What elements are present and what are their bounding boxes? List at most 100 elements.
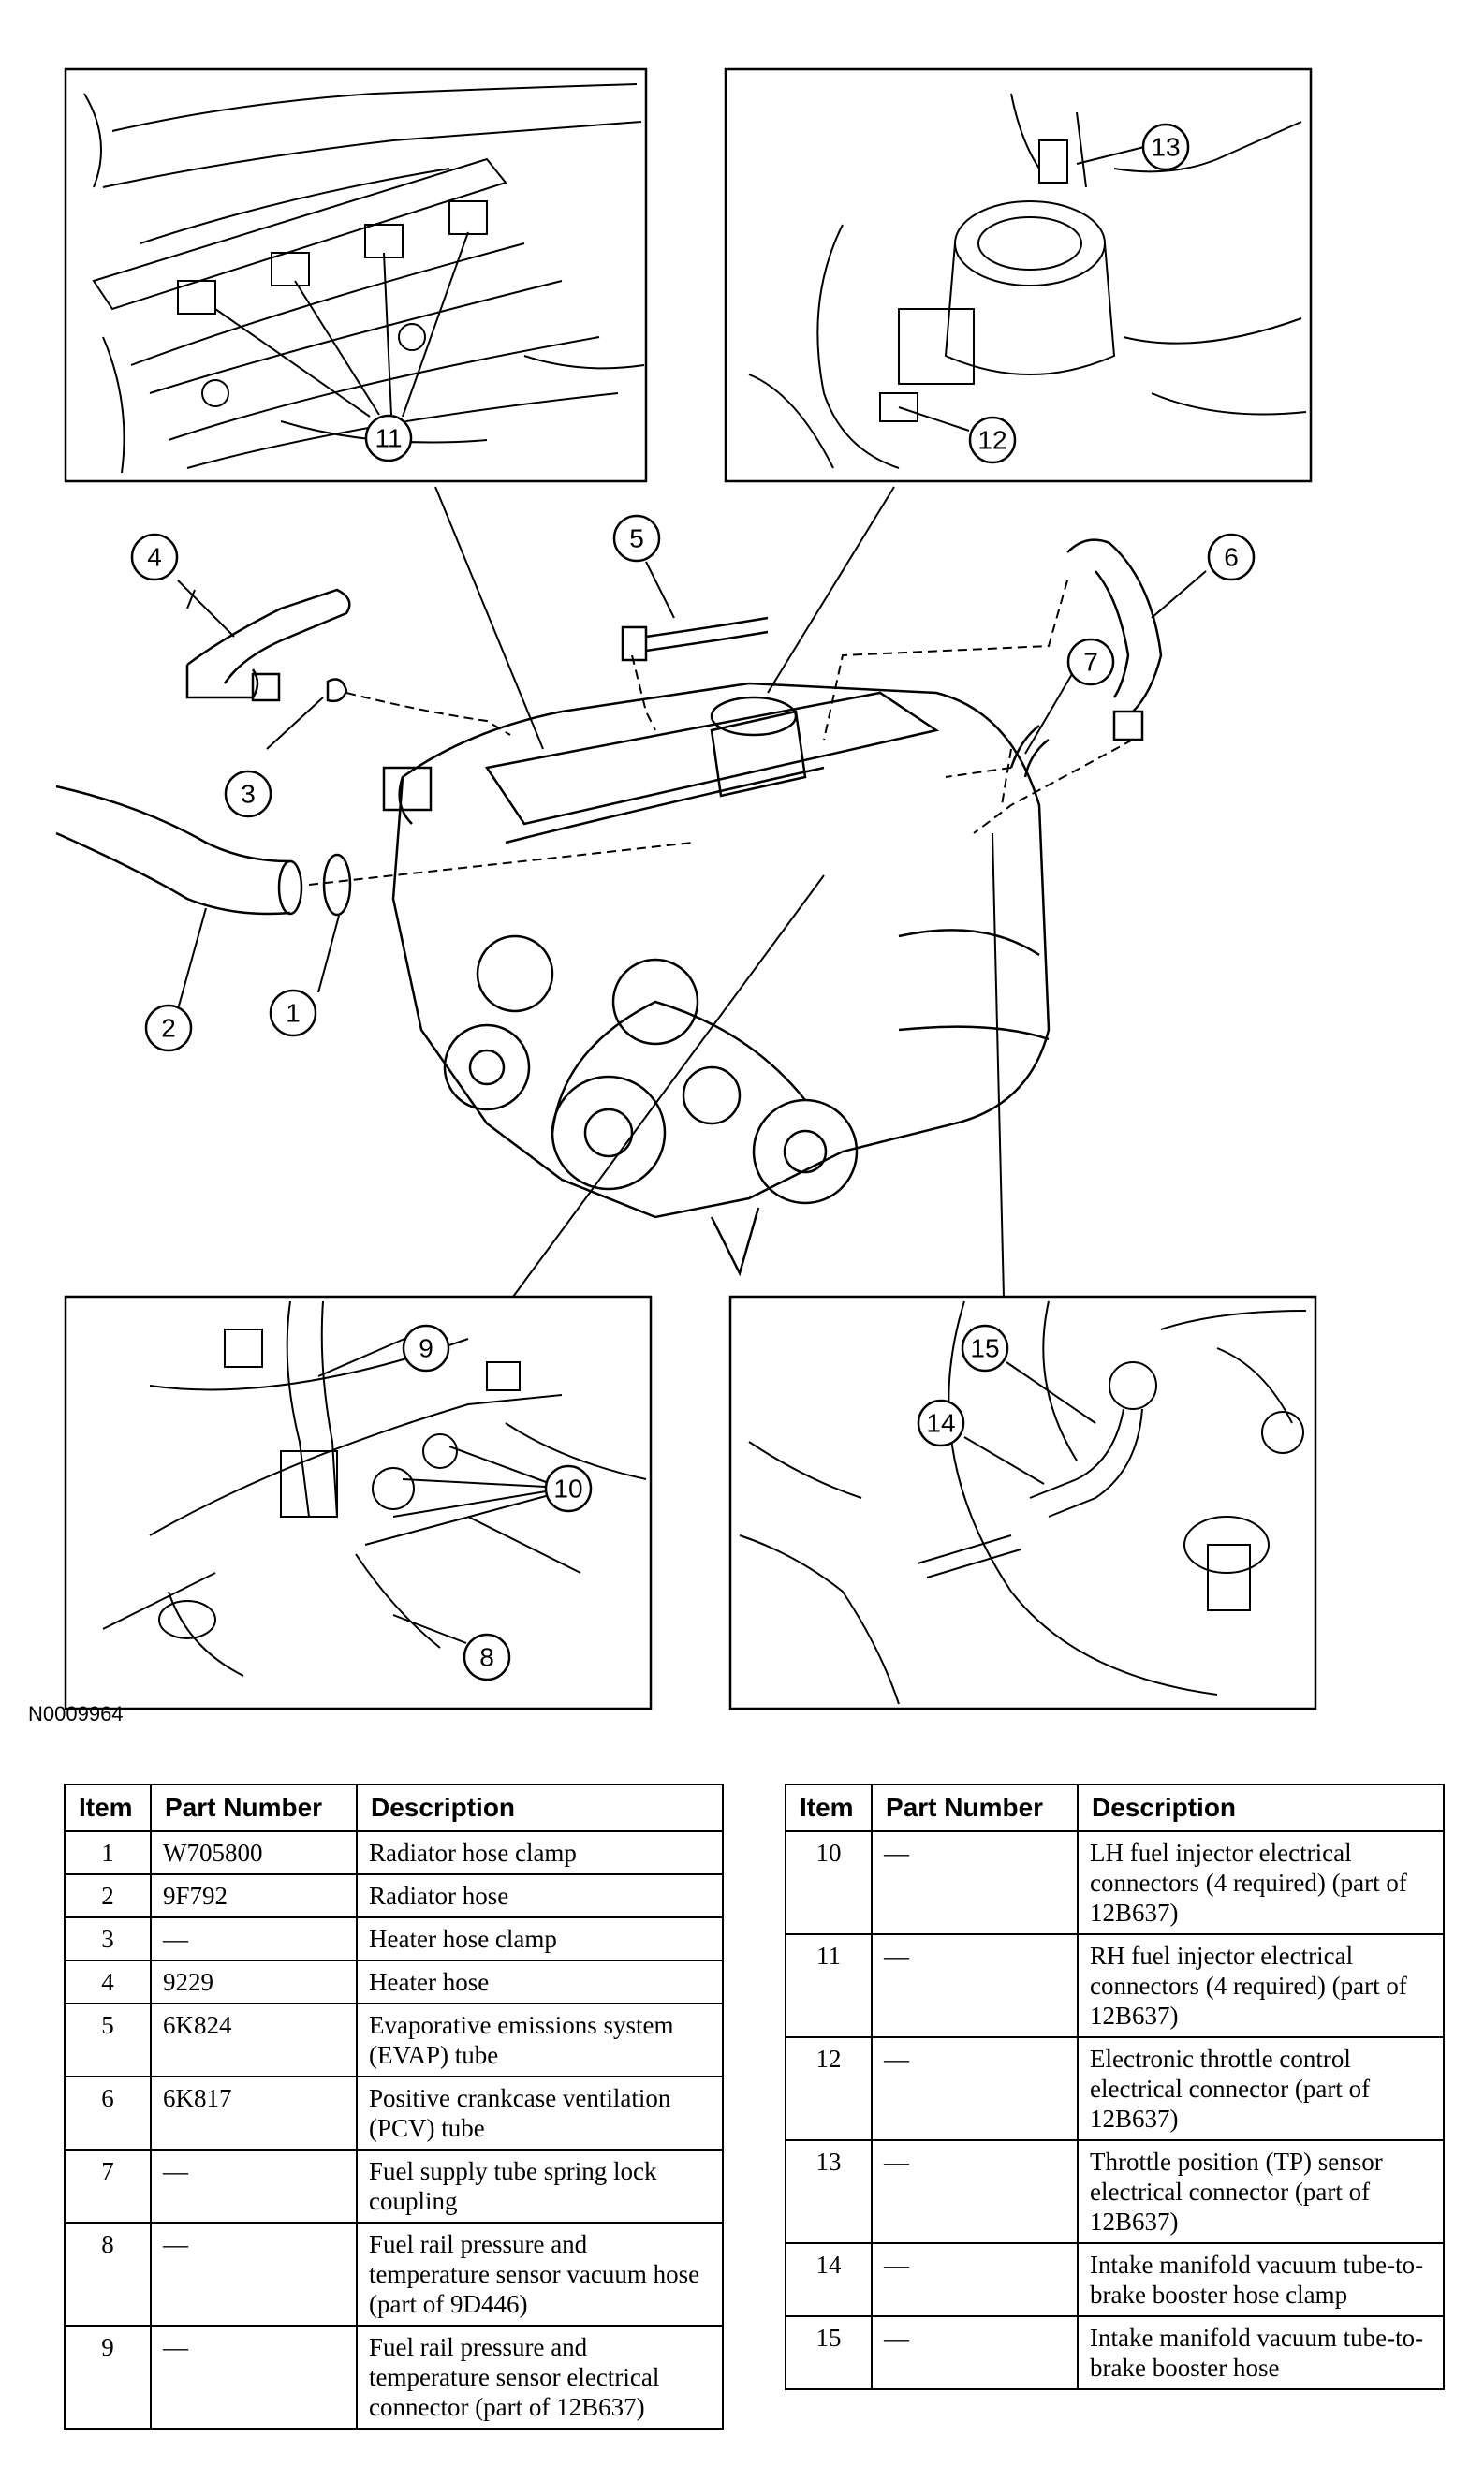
cell-part-number: 6K824: [150, 2003, 358, 2077]
cell-item: 11: [785, 1933, 873, 2038]
cell-item: 8: [64, 2222, 152, 2327]
tube-evap: [621, 616, 769, 662]
callout-6: 6: [1224, 543, 1239, 572]
hose-heater: [185, 588, 351, 702]
main-leaders: [177, 486, 1207, 1298]
cell-description: Radiator hose: [356, 1873, 724, 1918]
cell-part-number: —: [871, 1933, 1079, 2038]
clamp-radiator: [322, 853, 352, 917]
table-header-row: Item Part Number Description: [64, 1784, 724, 1832]
callout-3: 3: [241, 780, 256, 809]
cell-part-number: —: [150, 1916, 358, 1961]
callout-8: 8: [479, 1643, 494, 1672]
cell-description: Throttle position (TP) sensor electrical…: [1077, 2139, 1445, 2244]
cell-part-number: —: [871, 2315, 1079, 2390]
leader-15: [1006, 1361, 1096, 1424]
cell-item: 4: [64, 1960, 152, 2004]
cell-item: 13: [785, 2139, 873, 2244]
sketch-throttle-body: [748, 93, 1307, 469]
detail-box-lh-injectors: [64, 1295, 653, 1710]
cell-description: Evaporative emissions system (EVAP) tube: [356, 2003, 724, 2077]
cell-description: Radiator hose clamp: [356, 1830, 724, 1875]
sketch-lh-injectors: [102, 1300, 647, 1677]
clamp-heater: [326, 678, 348, 703]
cell-part-number: —: [150, 2325, 358, 2430]
sketch-rh-injectors: [83, 83, 645, 474]
cell-description: LH fuel injector electrical connectors (…: [1077, 1830, 1445, 1935]
cell-item: 2: [64, 1873, 152, 1918]
callout-7: 7: [1083, 648, 1098, 677]
detail-box-throttle-body: [724, 67, 1313, 483]
header-item: Item: [64, 1784, 152, 1832]
leaders-10: [364, 1446, 547, 1546]
cell-item: 12: [785, 2036, 873, 2141]
callout-10: 10: [553, 1475, 582, 1504]
cell-item: 5: [64, 2003, 152, 2077]
leader-9: [317, 1338, 405, 1377]
table-row: 8—Fuel rail pressure and temperature sen…: [64, 2222, 724, 2327]
sketch-brake-booster: [739, 1300, 1307, 1705]
cell-part-number: 6K817: [150, 2076, 358, 2151]
cell-item: 1: [64, 1830, 152, 1875]
cell-item: 7: [64, 2149, 152, 2224]
header-description: Description: [1077, 1784, 1445, 1832]
leader-12: [898, 406, 970, 432]
table-header-row: Item Part Number Description: [785, 1784, 1445, 1832]
cell-part-number: —: [871, 2036, 1079, 2141]
cell-description: Heater hose: [356, 1960, 724, 2004]
cell-part-number: —: [150, 2149, 358, 2224]
header-item: Item: [785, 1784, 873, 1832]
cell-part-number: 9F792: [150, 1873, 358, 1918]
callout-1: 1: [286, 999, 301, 1028]
callout-5: 5: [629, 524, 644, 553]
cell-description: Fuel rail pressure and temperature senso…: [356, 2222, 724, 2327]
callout-9: 9: [419, 1334, 433, 1363]
table-row: 15—Intake manifold vacuum tube-to-brake …: [785, 2315, 1445, 2390]
cell-item: 15: [785, 2315, 873, 2390]
cell-description: Electronic throttle control electrical c…: [1077, 2036, 1445, 2141]
cell-description: Fuel rail pressure and temperature senso…: [356, 2325, 724, 2430]
cell-part-number: —: [871, 2139, 1079, 2244]
header-part-number: Part Number: [150, 1784, 358, 1832]
callout-12: 12: [977, 426, 1006, 455]
callout-13: 13: [1151, 133, 1180, 162]
cell-part-number: W705800: [150, 1830, 358, 1875]
callout-4: 4: [147, 543, 162, 572]
hose-radiator: [55, 785, 303, 916]
table-row: 9—Fuel rail pressure and temperature sen…: [64, 2325, 724, 2430]
engine-diagram: 11 13 12 4 5 6 7 3 1 2 9 10 8 15 14: [55, 67, 1317, 1710]
cell-part-number: 9229: [150, 1960, 358, 2004]
parts-table-right: Item Part Number Description 10—LH fuel …: [785, 1784, 1445, 2390]
cell-part-number: —: [871, 1830, 1079, 1935]
table-row: 12—Electronic throttle control electrica…: [785, 2036, 1445, 2141]
leader-13: [1076, 146, 1145, 165]
cell-description: RH fuel injector electrical connectors (…: [1077, 1933, 1445, 2038]
callout-15: 15: [970, 1334, 999, 1363]
callout-14: 14: [926, 1409, 955, 1438]
tube-fuel-supply: [1009, 725, 1050, 778]
cell-item: 14: [785, 2242, 873, 2317]
table-row: 7—Fuel supply tube spring lock coupling: [64, 2149, 724, 2224]
cell-item: 9: [64, 2325, 152, 2430]
header-part-number: Part Number: [871, 1784, 1079, 1832]
table-row: 3—Heater hose clamp: [64, 1916, 724, 1961]
callout-2: 2: [161, 1014, 176, 1043]
cell-part-number: —: [150, 2222, 358, 2327]
cell-item: 10: [785, 1830, 873, 1935]
detail-box-brake-booster: [728, 1295, 1317, 1710]
tube-pcv: [1066, 538, 1163, 741]
table-row: 13—Throttle position (TP) sensor electri…: [785, 2139, 1445, 2244]
dashed-routing: [308, 580, 1134, 886]
cell-description: Positive crankcase ventilation (PCV) tub…: [356, 2076, 724, 2151]
cell-part-number: —: [871, 2242, 1079, 2317]
table-row: 11—RH fuel injector electrical connector…: [785, 1933, 1445, 2038]
table-row: 14—Intake manifold vacuum tube-to-brake …: [785, 2242, 1445, 2317]
leader-8: [392, 1614, 467, 1644]
cell-description: Heater hose clamp: [356, 1916, 724, 1961]
table-row: 10—LH fuel injector electrical connector…: [785, 1830, 1445, 1935]
